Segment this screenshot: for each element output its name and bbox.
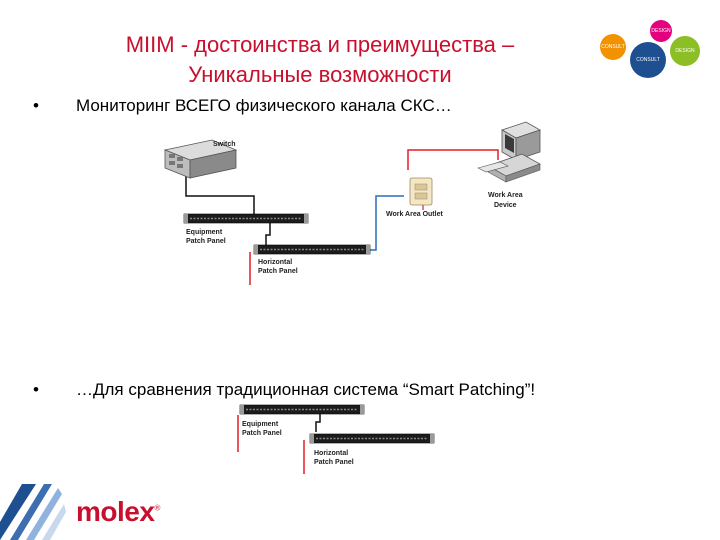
black-cable-equipment-to-horizontal	[265, 222, 271, 246]
red-cable-outlet-to-device	[407, 149, 499, 170]
logo-circle-design-top: DESIGN	[650, 20, 672, 42]
molex-graphic-mark	[0, 484, 70, 540]
equipment-2-label-line-1: Equipment	[242, 421, 279, 428]
corner-logo: DESIGN CONSULT CONSULT DESIGN	[598, 20, 708, 80]
equipment-2-label-line-2: Patch Panel	[242, 430, 282, 437]
slide-title-line-1: MIIM - достоинства и преимущества –	[125, 32, 515, 57]
device-label-line-2: Device	[494, 202, 517, 209]
switch-label: Switch	[213, 141, 236, 148]
horizontal-label-line-2: Patch Panel	[258, 268, 298, 275]
device-label-line-1: Work Area	[488, 192, 523, 199]
bullet-text-1: Мониторинг ВСЕГО физического канала СКС…	[76, 96, 452, 115]
blue-cable-horizontal-to-outlet	[368, 195, 404, 251]
slide-title-line-2: Уникальные возможности	[188, 62, 452, 87]
computer-icon	[477, 121, 541, 183]
horizontal-label-line-1: Horizontal	[258, 259, 292, 266]
logo-circle-consult-center: CONSULT	[630, 42, 666, 78]
equipment-label-line-2: Patch Panel	[186, 238, 226, 245]
logo-circle-design-right: DESIGN	[670, 36, 700, 66]
bullet-text-2: …Для сравнения традиционная система “Sma…	[76, 380, 536, 399]
work-area-outlet-icon	[409, 177, 433, 206]
black-cable-switch-to-equipment	[185, 175, 255, 214]
switch-icon	[163, 139, 238, 179]
black-cable-equipment-to-horizontal-2	[315, 412, 321, 432]
horizontal-patch-panel-2-icon	[309, 433, 435, 444]
molex-wordmark: molex	[76, 496, 155, 527]
bullet-marker-1: •	[33, 96, 39, 115]
molex-logo: molex®	[76, 496, 160, 528]
equipment-label-line-1: Equipment	[186, 229, 223, 236]
equipment-patch-panel-2-icon	[239, 404, 365, 415]
outlet-label: Work Area Outlet	[386, 211, 443, 218]
horizontal-patch-panel-icon	[253, 244, 371, 255]
slide-title: MIIM - достоинства и преимущества – Уник…	[60, 30, 580, 90]
equipment-patch-panel-icon	[183, 213, 309, 224]
horizontal-2-label-line-2: Patch Panel	[314, 459, 354, 466]
logo-circle-consult-left: CONSULT	[600, 34, 626, 60]
horizontal-2-label-line-1: Horizontal	[314, 450, 348, 457]
registered-mark: ®	[154, 503, 160, 513]
bullet-marker-2: •	[33, 380, 39, 399]
